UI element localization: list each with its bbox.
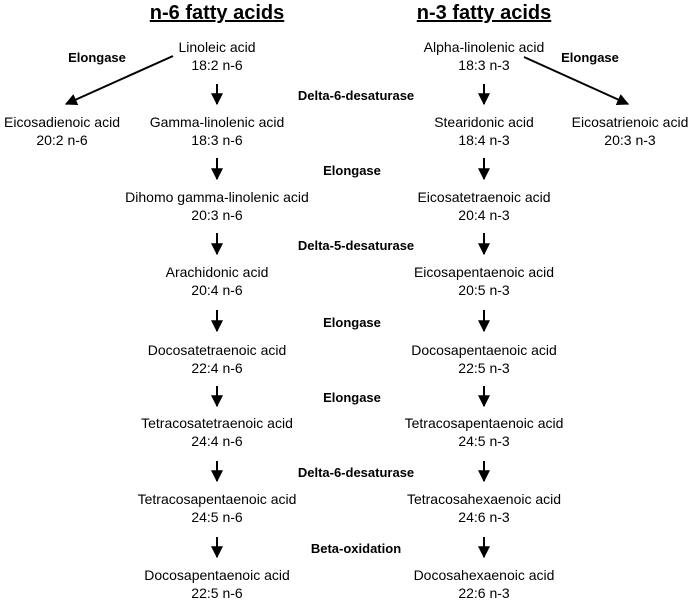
n6-node-formula: 24:4 n-6: [191, 433, 243, 449]
n6-node-name: Gamma-linolenic acid: [149, 114, 285, 130]
n3-node-formula: 22:5 n-3: [458, 360, 510, 376]
n6-node-linoleic: Linoleic acid 18:2 n-6: [178, 38, 255, 74]
n3-node-name: Tetracosahexaenoic acid: [406, 491, 562, 507]
n6-node-formula: 18:2 n-6: [191, 57, 243, 73]
n3-node-formula: 20:4 n-3: [458, 207, 510, 223]
side-node-name: Eicosatrienoic acid: [571, 114, 689, 130]
n3-node-formula: 24:6 n-3: [458, 509, 510, 525]
n3-node-name: Eicosapentaenoic acid: [413, 264, 555, 280]
n3-node-alpha-linolenic: Alpha-linolenic acid 18:3 n-3: [424, 38, 545, 74]
n6-node-docosatetraenoic: Docosatetraenoic acid 22:4 n-6: [148, 341, 287, 377]
n3-node-docosapentaenoic: Docosapentaenoic acid 22:5 n-3: [411, 341, 557, 377]
n3-node-formula: 18:3 n-3: [458, 57, 510, 73]
n6-node-formula: 24:5 n-6: [191, 509, 243, 525]
side-node-formula: 20:2 n-6: [36, 132, 88, 148]
n6-node-dihomo-gamma-linolenic: Dihomo gamma-linolenic acid 20:3 n-6: [125, 188, 309, 224]
n6-node-gamma-linolenic: Gamma-linolenic acid 18:3 n-6: [150, 113, 285, 149]
side-enzyme-label-n3: Elongase: [561, 50, 619, 65]
side-node-eicosatrienoic: Eicosatrienoic acid 20:3 n-3: [572, 113, 689, 149]
n3-node-formula: 24:5 n-3: [458, 433, 510, 449]
n6-node-name: Dihomo gamma-linolenic acid: [125, 189, 309, 205]
n3-node-tetracosapentaenoic: Tetracosapentaenoic acid 24:5 n-3: [405, 414, 564, 450]
n6-node-name: Linoleic acid: [178, 39, 256, 55]
n3-node-stearidonic: Stearidonic acid 18:4 n-3: [434, 113, 534, 149]
n3-node-formula: 22:6 n-3: [458, 585, 510, 601]
n6-node-tetracosatetraenoic: Tetracosatetraenoic acid 24:4 n-6: [141, 414, 293, 450]
n6-node-formula: 22:4 n-6: [191, 360, 243, 376]
side-enzyme-label-n6: Elongase: [68, 50, 126, 65]
n3-node-formula: 20:5 n-3: [458, 282, 510, 298]
enzyme-label: Delta-5-desaturase: [297, 238, 415, 253]
n3-node-name: Stearidonic acid: [434, 114, 534, 130]
side-branch-arrow-n6: [64, 55, 174, 106]
n3-node-name: Alpha-linolenic acid: [423, 39, 545, 55]
n6-node-name: Arachidonic acid: [165, 264, 269, 280]
n3-node-name: Eicosatetraenoic acid: [417, 189, 551, 205]
side-node-formula: 20:3 n-3: [604, 132, 656, 148]
n3-node-eicosapentaenoic: Eicosapentaenoic acid 20:5 n-3: [414, 263, 554, 299]
enzyme-label: Elongase: [323, 163, 381, 178]
n6-node-tetracosapentaenoic: Tetracosapentaenoic acid 24:5 n-6: [138, 490, 297, 526]
n3-node-name: Docosapentaenoic acid: [411, 342, 557, 358]
enzyme-label: Elongase: [323, 390, 381, 405]
n3-node-tetracosahexaenoic: Tetracosahexaenoic acid 24:6 n-3: [407, 490, 561, 526]
n6-node-formula: 20:3 n-6: [191, 207, 243, 223]
n6-node-name: Tetracosatetraenoic acid: [141, 415, 293, 431]
n6-title: n-6 fatty acids: [149, 2, 285, 24]
side-node-eicosadienoic: Eicosadienoic acid 20:2 n-6: [4, 113, 120, 149]
n6-node-docosapentaenoic: Docosapentaenoic acid 22:5 n-6: [144, 566, 290, 602]
n6-node-arachidonic: Arachidonic acid 20:4 n-6: [166, 263, 269, 299]
n3-node-name: Docosahexaenoic acid: [413, 567, 555, 583]
n3-node-formula: 18:4 n-3: [458, 132, 510, 148]
n6-node-formula: 22:5 n-6: [191, 585, 243, 601]
n3-title: n-3 fatty acids: [416, 2, 552, 24]
n6-node-name: Docosatetraenoic acid: [147, 342, 287, 358]
n3-node-eicosatetraenoic: Eicosatetraenoic acid 20:4 n-3: [417, 188, 550, 224]
enzyme-label: Beta-oxidation: [310, 541, 402, 556]
enzyme-label: Delta-6-desaturase: [297, 465, 415, 480]
n6-node-name: Tetracosapentaenoic acid: [137, 491, 297, 507]
n3-node-name: Tetracosapentaenoic acid: [404, 415, 564, 431]
enzyme-label: Delta-6-desaturase: [297, 88, 415, 103]
side-branch-arrow-n3: [523, 56, 630, 106]
n3-node-docosahexaenoic: Docosahexaenoic acid 22:6 n-3: [414, 566, 555, 602]
enzyme-label: Elongase: [323, 315, 381, 330]
side-node-name: Eicosadienoic acid: [4, 114, 120, 130]
n6-node-name: Docosapentaenoic acid: [144, 567, 290, 583]
n6-node-formula: 20:4 n-6: [191, 282, 243, 298]
n6-node-formula: 18:3 n-6: [191, 132, 243, 148]
